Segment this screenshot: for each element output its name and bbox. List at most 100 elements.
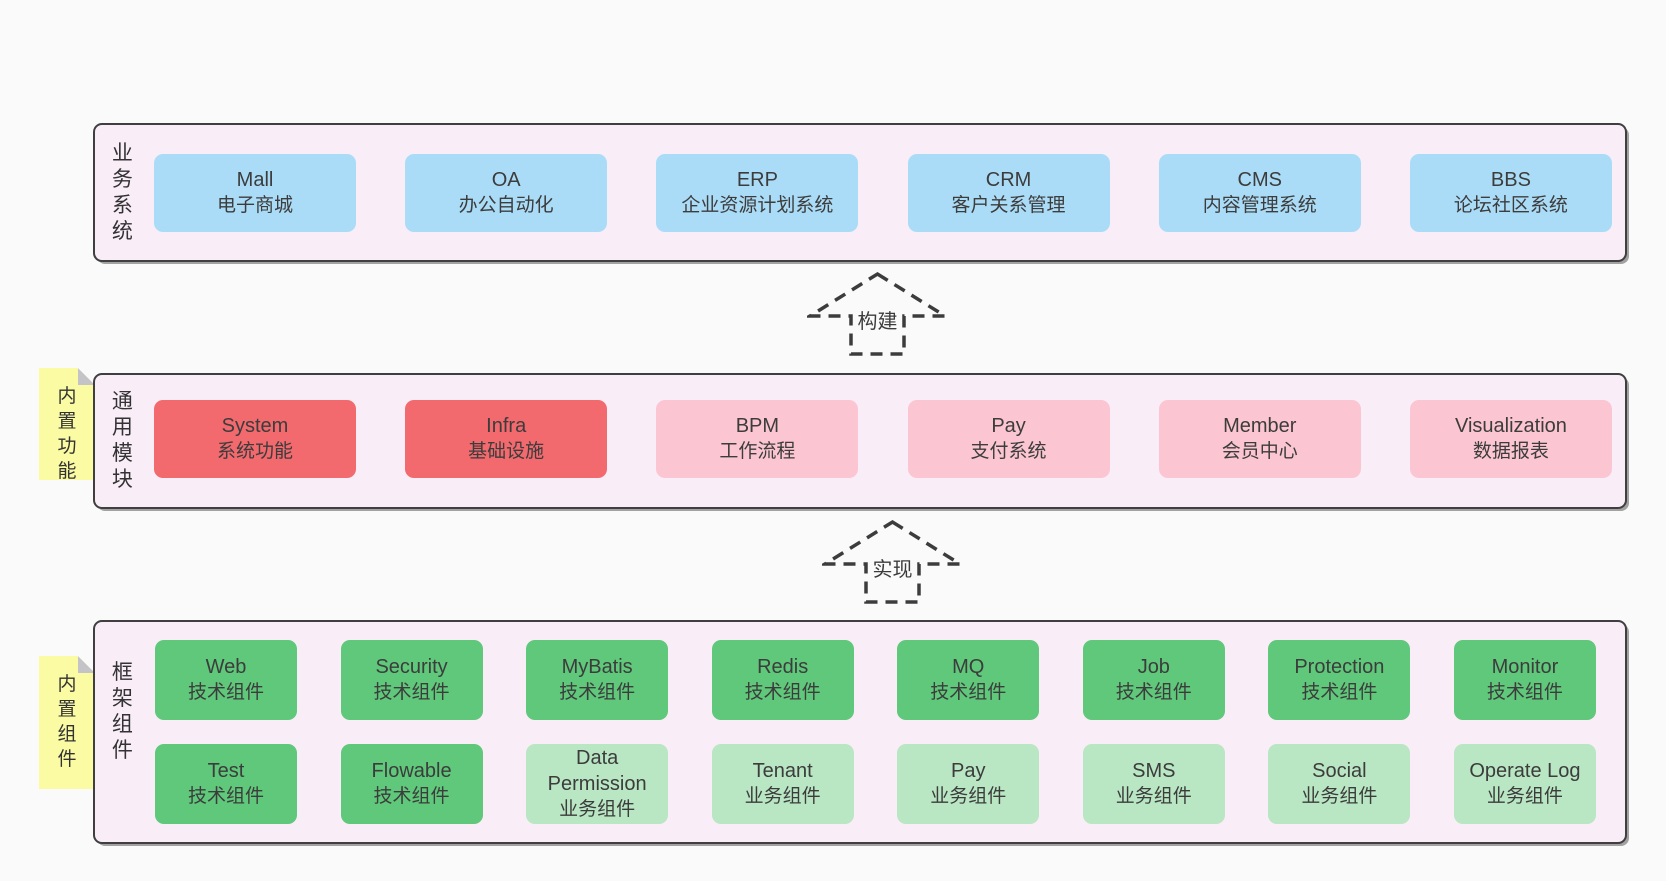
diagram-box-crm: CRM 客户关系管理 — [907, 154, 1110, 232]
box-title: Data Permission — [547, 747, 647, 795]
box-title: MQ — [952, 656, 985, 678]
diagram-box-test: Test 技术组件 — [155, 744, 297, 824]
up-arrow-icon — [822, 519, 963, 604]
box-title: Security — [375, 656, 448, 678]
implement-arrow: 实现 — [822, 519, 963, 605]
box-title: OA — [491, 169, 521, 191]
box-subtitle: 数据报表 — [1472, 441, 1549, 462]
diagram-box-protection: Protection 技术组件 — [1268, 640, 1411, 720]
diagram-box-monitor: Monitor 技术组件 — [1453, 640, 1596, 720]
box-title: Member — [1223, 415, 1297, 437]
box-title: CMS — [1237, 169, 1282, 191]
diagram-box-web: Web 技术组件 — [155, 640, 297, 720]
sticky-note-builtin-features: 内置功能 — [39, 368, 95, 480]
box-subtitle: 技术组件 — [373, 682, 450, 703]
box-subtitle: 技术组件 — [1486, 682, 1563, 703]
build-arrow: 构建 — [807, 271, 948, 357]
diagram-box-pay: Pay 支付系统 — [907, 400, 1110, 478]
box-subtitle: 技术组件 — [930, 682, 1007, 703]
box-subtitle: 技术组件 — [744, 682, 821, 703]
box-subtitle: 技术组件 — [373, 786, 450, 807]
box-subtitle: 系统功能 — [216, 441, 293, 462]
box-subtitle: 业务组件 — [1486, 786, 1563, 807]
box-subtitle: 技术组件 — [187, 786, 264, 807]
diagram-box-job: Job 技术组件 — [1082, 640, 1225, 720]
diagram-box-cms: CMS 内容管理系统 — [1158, 154, 1361, 232]
up-arrow-icon — [807, 271, 948, 356]
layer-title-modules: 通用模块 — [111, 390, 133, 491]
box-title: Monitor — [1491, 656, 1559, 678]
box-subtitle: 电子商城 — [216, 195, 293, 216]
box-subtitle: 业务组件 — [930, 786, 1007, 807]
box-title: Tenant — [752, 760, 813, 782]
box-title: System — [221, 415, 289, 437]
sticky-note-builtin-components: 内置组件 — [39, 656, 95, 789]
box-subtitle: 业务组件 — [559, 799, 636, 820]
box-subtitle: 内容管理系统 — [1202, 195, 1317, 216]
box-title: ERP — [736, 169, 778, 191]
box-title: Social — [1312, 760, 1367, 782]
box-title: MyBatis — [561, 656, 633, 678]
box-title: Visualization — [1454, 415, 1567, 437]
note-text: 内置功能 — [57, 386, 77, 482]
layer-title-business: 业务系统 — [111, 141, 133, 243]
diagram-box-operate-log: Operate Log 业务组件 — [1453, 744, 1596, 824]
box-title: Test — [207, 760, 245, 782]
box-subtitle: 办公自动化 — [458, 195, 554, 216]
box-subtitle: 技术组件 — [187, 682, 264, 703]
diagram-box-system: System 系统功能 — [154, 400, 356, 478]
box-subtitle: 业务组件 — [744, 786, 821, 807]
box-title: Protection — [1294, 656, 1385, 678]
box-subtitle: 技术组件 — [559, 682, 636, 703]
box-subtitle: 技术组件 — [1301, 682, 1378, 703]
diagram-box-data-permission: Data Permission 业务组件 — [526, 744, 669, 824]
diagram-box-bbs: BBS 论坛社区系统 — [1409, 154, 1612, 232]
diagram-box-tenant: Tenant 业务组件 — [711, 744, 854, 824]
box-subtitle: 客户关系管理 — [951, 195, 1066, 216]
diagram-box-sms: SMS 业务组件 — [1082, 744, 1225, 824]
note-text: 内置组件 — [57, 674, 77, 770]
box-title: BBS — [1490, 169, 1531, 191]
box-subtitle: 企业资源计划系统 — [681, 195, 834, 216]
implement-arrow-label: 实现 — [869, 552, 916, 583]
box-subtitle: 支付系统 — [970, 441, 1047, 462]
box-subtitle: 会员中心 — [1221, 441, 1298, 462]
diagram-box-mq: MQ 技术组件 — [897, 640, 1040, 720]
diagram-box-flowable: Flowable 技术组件 — [340, 744, 483, 824]
box-title: CRM — [985, 169, 1032, 191]
diagram-box-pay: Pay 业务组件 — [897, 744, 1040, 824]
diagram-box-member: Member 会员中心 — [1158, 400, 1361, 478]
box-title: Job — [1137, 656, 1170, 678]
box-title: SMS — [1132, 760, 1176, 782]
diagram-box-redis: Redis 技术组件 — [711, 640, 854, 720]
box-title: Infra — [486, 415, 527, 437]
box-subtitle: 技术组件 — [1115, 682, 1192, 703]
diagram-box-security: Security 技术组件 — [340, 640, 483, 720]
layer-title-components: 框架组件 — [111, 661, 133, 762]
diagram-box-visualization: Visualization 数据报表 — [1409, 400, 1612, 478]
box-title: Operate Log — [1469, 760, 1581, 782]
box-title: Flowable — [371, 760, 452, 782]
box-subtitle: 基础设施 — [468, 441, 545, 462]
box-title: Pay — [951, 760, 986, 782]
box-title: Pay — [991, 415, 1026, 437]
box-subtitle: 工作流程 — [719, 441, 796, 462]
box-title: Web — [205, 656, 247, 678]
diagram-box-mybatis: MyBatis 技术组件 — [526, 640, 669, 720]
diagram-box-infra: Infra 基础设施 — [405, 400, 608, 478]
box-subtitle: 业务组件 — [1115, 786, 1192, 807]
diagram-box-oa: OA 办公自动化 — [405, 154, 608, 232]
build-arrow-label: 构建 — [854, 304, 901, 335]
box-subtitle: 论坛社区系统 — [1453, 195, 1568, 216]
box-title: Redis — [757, 656, 809, 678]
